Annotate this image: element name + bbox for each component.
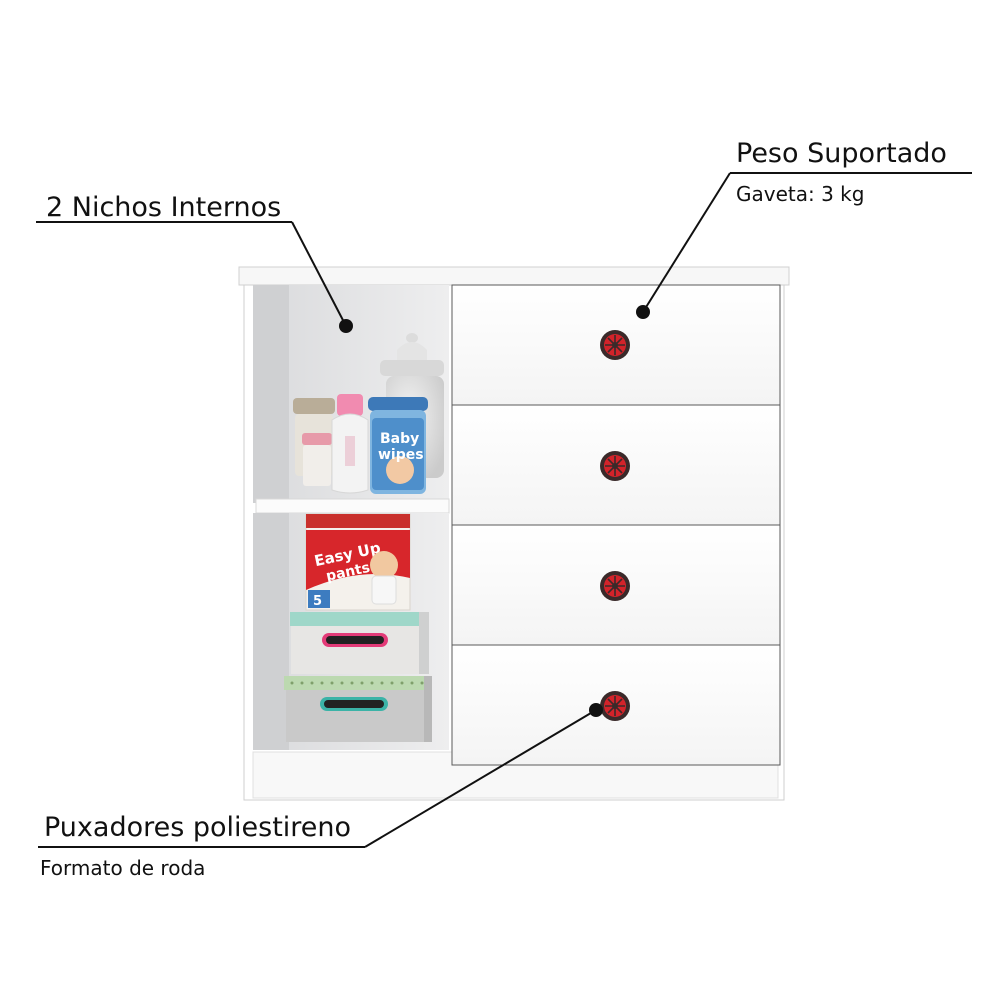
callout-title-weight: Peso Suportado xyxy=(736,138,947,169)
callout-title-niches: 2 Nichos Internos xyxy=(46,192,282,223)
callout-lines xyxy=(36,172,972,848)
diaper-pack: Easy Up pants 5 xyxy=(305,513,411,611)
shelf xyxy=(255,498,450,514)
callout-dot-icon xyxy=(636,305,650,319)
wheel-handle-icon[interactable] xyxy=(599,329,631,361)
callout-dot-icon xyxy=(589,703,603,717)
callout-dot-icon xyxy=(339,319,353,333)
wipes-label-2: wipes xyxy=(378,447,424,463)
drawers xyxy=(451,284,781,766)
cabinet-top xyxy=(238,266,790,286)
wheel-handle-icon[interactable] xyxy=(599,450,631,482)
cream-jar-lid xyxy=(293,398,335,414)
small-jar-lid xyxy=(302,433,332,445)
callout-title-handles: Puxadores poliestireno xyxy=(44,812,352,843)
callout-detail-weight: Gaveta: 3 kg xyxy=(736,182,865,206)
lower-items: Easy Up pants 5 xyxy=(284,513,432,742)
callout-leader-niches xyxy=(291,221,347,327)
wheel-handle-icon[interactable] xyxy=(599,690,631,722)
storage-box-lower xyxy=(284,676,432,742)
upper-items: Baby wipes xyxy=(293,333,444,494)
small-jar xyxy=(303,445,331,486)
callout-leader-weight xyxy=(642,172,731,313)
diaper-size: 5 xyxy=(313,594,322,609)
lotion-cap xyxy=(337,394,363,416)
callout-detail-handles: Formato de roda xyxy=(40,856,206,880)
callout-leader-handles xyxy=(364,709,597,848)
wipes-container: Baby wipes xyxy=(368,397,428,494)
storage-box-upper xyxy=(290,612,429,674)
wheel-handle-icon[interactable] xyxy=(599,570,631,602)
wipes-label-1: Baby xyxy=(380,431,419,447)
